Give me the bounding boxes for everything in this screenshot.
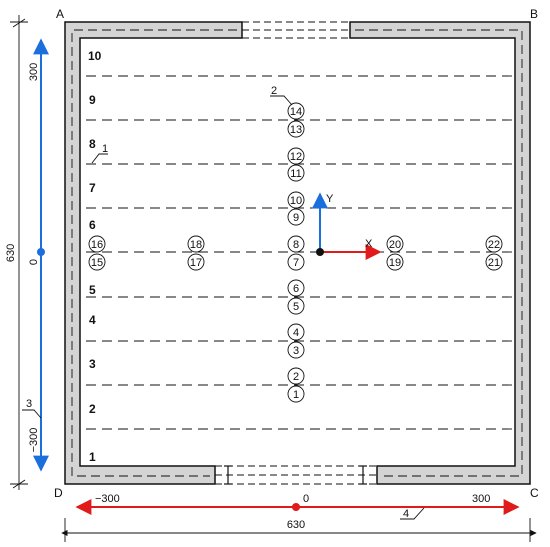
circle-label: 10: [290, 195, 302, 207]
door-markers: [224, 465, 367, 485]
callout-1-label: 1: [102, 143, 108, 155]
circle-marker: [386, 253, 404, 271]
circle-marker: [287, 253, 305, 271]
circle-marker: [287, 164, 305, 182]
row-label: 1: [89, 450, 96, 464]
corner-label-a: A: [56, 7, 64, 21]
circle-label: 19: [389, 257, 401, 269]
circle-marker: [287, 323, 305, 341]
circle-label: 21: [488, 257, 500, 269]
blue-scale-bottom-label: −300: [28, 428, 40, 453]
blue-scale-top-label: 300: [28, 63, 40, 81]
callout-3: [22, 409, 42, 419]
inner-dashed-outline: [71, 29, 523, 477]
row-lines: [86, 75, 512, 430]
callout-3-label: 3: [26, 398, 32, 410]
circle-label: 12: [290, 151, 302, 163]
circle-marker: [88, 235, 106, 253]
circle-marker: [287, 102, 305, 120]
circle-marker: [287, 191, 305, 209]
circle-label: 1: [293, 389, 299, 401]
row-label: 3: [89, 357, 96, 371]
circle-marker: [287, 297, 305, 315]
wall-top-left: [64, 21, 243, 485]
horizontal-span-label: 630: [287, 519, 305, 531]
x-axis-label: X: [365, 238, 373, 250]
circle-marker: [88, 253, 106, 271]
door-gaps: [215, 21, 377, 485]
circle-marker: [187, 253, 205, 271]
circle-marker: [287, 208, 305, 226]
circle-label: 9: [293, 212, 299, 224]
circled-number-labels: 14 13 12 11 10 9 8 7 6 5 4 3 2 1 16 15 1…: [91, 106, 500, 401]
circle-marker: [287, 235, 305, 253]
row-label: 6: [89, 218, 96, 232]
corner-label-d: D: [54, 486, 63, 500]
red-scale-middle-label: 0: [303, 493, 309, 505]
row-label: 8: [89, 137, 96, 151]
callout-4-label: 4: [403, 508, 409, 520]
circle-label: 17: [190, 257, 202, 269]
circled-numbers: [88, 102, 503, 403]
circle-marker: [287, 367, 305, 385]
callout-4: [400, 507, 425, 520]
row-label: 4: [89, 313, 96, 327]
walls: [64, 21, 531, 485]
row-label: 7: [89, 181, 96, 195]
circle-label: 2: [293, 371, 299, 383]
callout-1: [91, 153, 108, 164]
circle-marker: [485, 253, 503, 271]
blue-scale-middle-label: 0: [28, 259, 40, 265]
circle-label: 22: [488, 239, 500, 251]
circle-label: 11: [290, 168, 301, 180]
circle-label: 5: [293, 301, 299, 313]
circle-label: 18: [190, 239, 202, 251]
circle-marker: [287, 341, 305, 359]
y-axis-label: Y: [326, 193, 334, 205]
row-label: 10: [88, 49, 102, 63]
circle-label: 15: [91, 257, 103, 269]
red-scale-right-label: 300: [472, 493, 490, 505]
red-scale-left-label: −300: [95, 493, 120, 505]
circle-marker: [187, 235, 205, 253]
local-origin-point: [316, 248, 324, 256]
circle-label: 8: [293, 239, 299, 251]
circle-label: 16: [91, 239, 103, 251]
blue-scale-origin: [37, 248, 45, 256]
circle-marker: [287, 120, 305, 138]
circle-label: 4: [293, 327, 299, 339]
red-scale-origin: [292, 503, 300, 511]
circle-marker: [287, 147, 305, 165]
circle-label: 20: [389, 239, 401, 251]
row-label: 5: [89, 283, 96, 297]
row-labels: 10 9 8 7 6 5 4 3 2 1: [88, 49, 102, 464]
circle-label: 14: [290, 106, 302, 118]
row-label: 2: [89, 402, 96, 416]
callout-2: [270, 95, 293, 106]
corner-label-b: B: [530, 7, 538, 21]
vertical-dimension: [10, 15, 28, 490]
circle-label: 3: [293, 345, 299, 357]
circle-label: 13: [290, 124, 302, 136]
corner-label-c: C: [530, 486, 539, 500]
wall-top-right: [349, 21, 531, 485]
circle-label: 7: [293, 257, 299, 269]
row-label: 9: [89, 93, 96, 107]
circle-marker: [386, 235, 404, 253]
horizontal-dimension: [61, 518, 537, 542]
circle-marker: [287, 385, 305, 403]
circle-marker: [287, 279, 305, 297]
circle-label: 6: [293, 283, 299, 295]
vertical-span-label: 630: [5, 244, 17, 262]
callout-2-label: 2: [271, 85, 277, 97]
circle-marker: [485, 235, 503, 253]
